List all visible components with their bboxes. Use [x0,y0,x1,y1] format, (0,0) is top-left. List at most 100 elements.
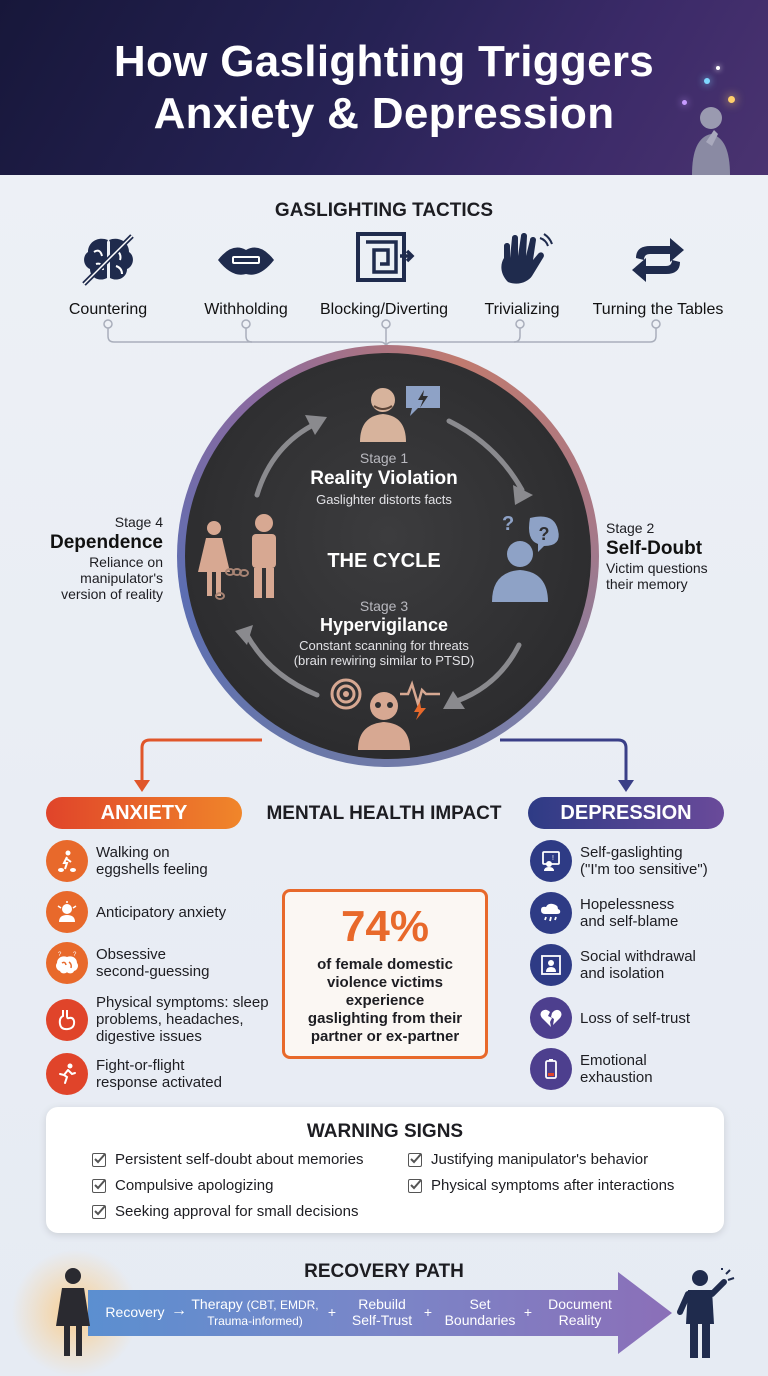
page-title: How Gaslighting Triggers Anxiety & Depre… [0,36,768,140]
tactic-label: Turning the Tables [592,301,724,318]
cycle-center-label: THE CYCLE [327,550,441,572]
stage3-desc-1: Constant scanning for threats [299,638,469,653]
depression-item-text: ("I'm too sensitive") [580,861,708,878]
checkbox-icon [92,1178,106,1193]
recovery-step-text: Self-Trust [351,1312,413,1328]
recovery-title: RECOVERY PATH [304,1261,464,1282]
depression-item-text: and isolation [580,965,665,982]
warning-item-text: Justifying manipulator's behavior [431,1151,649,1168]
sparkle-dot [682,100,687,105]
tactic-countering: Countering [38,228,178,319]
cycle-arrows [235,415,533,709]
depression-item-text: Hopelessness [580,896,675,913]
depression-item-text: Loss of self-trust [580,1009,691,1027]
stomach-icon [46,998,88,1041]
tactic-withholding: Withholding [176,228,316,319]
dependence-chain-icon [198,514,276,600]
stage4-title: Dependence [50,532,163,553]
stage2-title: Self-Doubt [606,538,703,559]
stage2-desc-2: their memory [606,576,688,592]
recovery-step: Therapy (CBT, EMDR, Trauma-informed) [190,1296,320,1329]
anxiety-item-text: digestive issues [96,1028,202,1045]
depression-pill: DEPRESSION [528,797,724,829]
stage4-number: Stage 4 [114,514,163,530]
anxiety-item-text: Anticipatory anxiety [96,903,227,921]
stage2-number: Stage 2 [606,520,655,536]
running-person-icon [46,1053,88,1095]
person-empowered-icon [677,1268,735,1358]
recovery-step-text: (CBT, EMDR, [246,1298,319,1312]
person-start-icon [56,1268,90,1356]
checkbox-icon [408,1178,422,1193]
anxiety-item-text: Obsessive [96,946,167,963]
anxiety-pill: ANXIETY [46,797,242,829]
svg-text:?: ? [58,952,62,958]
svg-text:?: ? [502,513,514,535]
alert-face-icon [358,692,410,750]
header-banner: How Gaslighting Triggers Anxiety & Depre… [0,0,768,175]
swap-arrows-icon [632,238,684,282]
recovery-step-text: Recovery [105,1304,165,1320]
checkbox-icon [408,1152,422,1167]
target-icon [330,678,362,710]
anxiety-item: Anticipatory anxiety [46,891,276,933]
stage4-desc-1: Reliance on [89,554,163,570]
sparkle-dot [704,78,710,84]
recovery-step: Recovery [102,1304,168,1320]
warning-item: Seeking approval for small decisions [92,1203,358,1220]
arrow-right-icon: → [171,1302,187,1319]
branch-arrows [134,738,634,792]
warning-item: Physical symptoms after interactions [408,1177,674,1194]
recovery-step-text: Set [469,1296,491,1312]
recovery-step-text: Reality [558,1312,602,1328]
thinking-person-icon [692,107,730,175]
anxiety-item-text: Physical symptoms: sleep [96,994,269,1011]
recovery-arrow [88,1272,672,1354]
broken-heart-icon [530,997,572,1039]
hand-dismiss-icon [501,233,553,284]
tactic-trivializing: Trivializing [452,228,592,319]
stat-text: violence victims [327,974,443,991]
depression-item-text: Emotional [580,1052,647,1069]
plus-icon: + [423,1304,433,1320]
tactic-label: Trivializing [484,301,560,318]
title-line-1: How Gaslighting Triggers [113,37,655,86]
plus-icon: + [327,1304,337,1320]
warning-item: Persistent self-doubt about memories [92,1151,363,1168]
anxiety-item-text: response activated [96,1074,222,1091]
stage4-desc-3: version of reality [61,586,163,602]
svg-text:?: ? [539,524,550,544]
stat-text: of female domestic [317,956,453,973]
title-line-2: Anxiety & Depression [153,89,615,138]
recovery-step-text: Rebuild [358,1296,406,1312]
maze-icon [356,232,415,282]
recovery-step-text: Document [548,1296,612,1312]
anxiety-item-text: problems, headaches, [96,1011,244,1028]
gaslighter-icon [360,388,406,442]
tactic-turning-tables: Turning the Tables [588,228,728,319]
recovery-step: Document Reality [540,1296,620,1328]
stage1-title: Reality Violation [310,468,458,489]
depression-item: ! Self-gaslighting("I'm too sensitive") [530,840,750,882]
warning-item-text: Physical symptoms after interactions [431,1177,675,1194]
sparkle-dot [716,66,720,70]
stage1-block: Stage 1 Reality Violation Gaslighter dis… [288,450,480,507]
warning-item-text: Persistent self-doubt about memories [115,1151,364,1168]
stat-value: 74% [340,902,430,951]
svg-text:!: ! [552,855,554,862]
stage2-desc-1: Victim questions [606,560,708,576]
impact-title: MENTAL HEALTH IMPACT [266,803,502,824]
stage3-title: Hypervigilance [319,615,449,635]
tactic-label: Countering [68,301,148,318]
anxiety-item-text: Walking on [96,844,170,861]
recovery-step: Rebuild Self-Trust [344,1296,420,1328]
recovery-step-text: Boundaries [444,1312,516,1328]
self-gaslighting-icon: ! [530,840,572,882]
warning-signs-card: WARNING SIGNS Persistent self-doubt abou… [46,1107,724,1233]
warning-item: Compulsive apologizing [92,1177,273,1194]
